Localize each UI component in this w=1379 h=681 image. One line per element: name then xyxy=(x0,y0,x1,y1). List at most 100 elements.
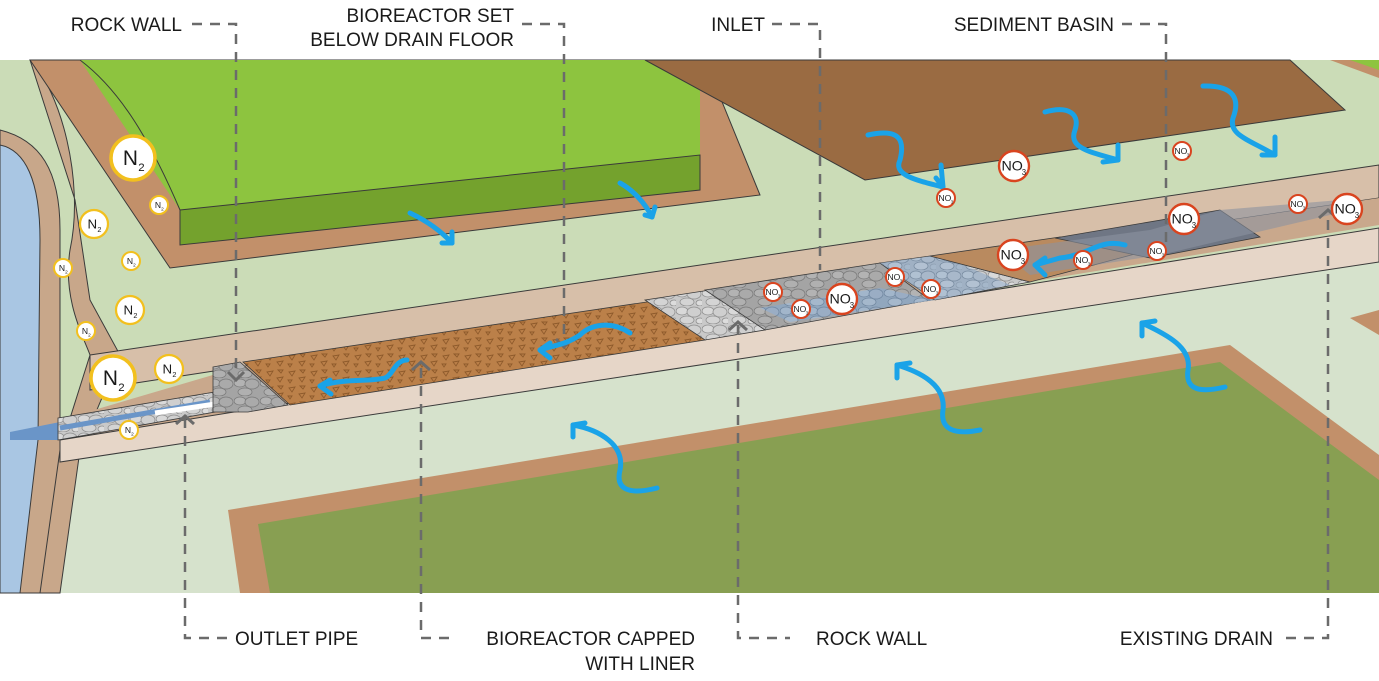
label-inlet: INLET xyxy=(711,15,765,36)
chemical-subscript: 3 xyxy=(936,290,939,295)
chemical-subscript: 2 xyxy=(88,332,91,337)
label-outlet-pipe: OUTLET PIPE xyxy=(235,629,358,650)
chemical-formula: N xyxy=(103,367,118,390)
chemical-formula: NO xyxy=(1175,146,1188,156)
chemical-formula: N xyxy=(59,263,65,273)
flow-arrow-icon xyxy=(570,420,660,494)
chemical-subscript: 2 xyxy=(131,431,134,436)
chemical-subscript: 2 xyxy=(65,269,68,274)
crop-field xyxy=(258,362,1379,593)
chemical-subscript: 3 xyxy=(1021,257,1026,266)
chemical-subscript: 3 xyxy=(806,310,809,315)
chemical-subscript: 2 xyxy=(133,311,137,320)
chemical-formula: NO xyxy=(888,272,901,282)
label-sediment-basin: SEDIMENT BASIN xyxy=(954,15,1114,36)
chemical-subscript: 2 xyxy=(161,206,164,211)
label-existing-drain: EXISTING DRAIN xyxy=(1120,629,1273,650)
stream-water xyxy=(0,144,41,594)
grass-field-edge xyxy=(79,59,181,211)
no3-bubble-icon: NO3 xyxy=(825,282,859,316)
label-bioreactor-capped-line2: WITH LINER xyxy=(585,654,695,675)
chemical-subscript: 2 xyxy=(118,382,124,394)
chevron-icon xyxy=(411,359,431,372)
grass-field-side xyxy=(179,154,701,246)
chemical-subscript: 2 xyxy=(172,370,176,379)
chemical-subscript: 2 xyxy=(138,162,144,174)
leader-lines xyxy=(183,22,1330,640)
label-bioreactor-below-floor-line1: BIOREACTOR SET xyxy=(346,6,514,27)
chemical-formula: NO xyxy=(830,292,851,308)
flow-arrows xyxy=(317,83,1278,494)
label-rock-wall-top: ROCK WALL xyxy=(71,15,182,36)
chemical-subscript: 3 xyxy=(951,199,954,204)
flow-arrow-icon xyxy=(865,130,946,190)
flow-arrow-icon xyxy=(1200,83,1278,158)
chemical-subscript: 3 xyxy=(1187,152,1190,157)
flow-arrow-icon xyxy=(894,360,983,435)
chevron-icon xyxy=(175,413,195,426)
chemical-formula: NO xyxy=(1002,159,1023,175)
chemical-formula: NO xyxy=(939,193,952,203)
chemical-formula: NO xyxy=(924,284,937,294)
label-rock-wall-bottom: ROCK WALL xyxy=(816,629,927,650)
chemical-subscript: 3 xyxy=(1162,252,1165,257)
chemical-subscript: 3 xyxy=(1088,261,1091,266)
flow-arrow-icon xyxy=(1139,318,1228,393)
stream-outlet-water xyxy=(10,422,60,440)
chemical-formula: N xyxy=(125,425,131,435)
chemical-formula: NO xyxy=(1001,248,1022,264)
flow-arrow-icon xyxy=(407,210,455,246)
label-bioreactor-below-floor-line2: BELOW DRAIN FLOOR xyxy=(310,30,514,51)
callout-labels: ROCK WALL BIOREACTOR SET BELOW DRAIN FLO… xyxy=(71,6,1273,675)
top-right-grass xyxy=(1350,60,1379,70)
chemical-formula: N xyxy=(82,326,88,336)
chemical-formula: N xyxy=(163,361,173,376)
chemical-subscript: 3 xyxy=(778,293,781,298)
chemical-subscript: 2 xyxy=(133,262,136,267)
flow-arrow-icon xyxy=(1042,107,1121,165)
chemical-subscript: 3 xyxy=(1022,168,1027,177)
flow-arrow-icon xyxy=(1032,240,1128,278)
chemical-formula: N xyxy=(155,200,161,210)
right-berm-piece xyxy=(1350,310,1379,335)
chemical-formula: NO xyxy=(1076,255,1089,265)
section-markers xyxy=(175,207,1338,426)
chemical-subscript: 2 xyxy=(97,225,101,234)
flow-arrow-icon xyxy=(617,180,658,220)
chemical-formula: NO xyxy=(1335,202,1356,218)
chemical-formula: N xyxy=(127,256,133,266)
chemical-subscript: 3 xyxy=(1303,205,1306,210)
chemical-subscript: 3 xyxy=(900,278,903,283)
chemical-formula: N xyxy=(124,302,134,317)
chemical-formula: NO xyxy=(794,304,807,314)
chemical-formula: NO xyxy=(766,287,779,297)
chemical-formula: N xyxy=(123,147,138,170)
chemical-subscript: 3 xyxy=(1355,211,1360,220)
no3-bubble-icon: NO3 xyxy=(1167,202,1201,236)
flow-arrow-icon xyxy=(537,322,633,361)
inlet-gravel-blue xyxy=(880,255,1010,300)
chemical-formula: NO xyxy=(1291,199,1304,209)
no3-bubble-icon: NO3 xyxy=(996,238,1030,272)
outlet-pipe xyxy=(154,400,223,416)
chemical-formula: N xyxy=(88,216,98,231)
chemical-formula: NO xyxy=(1150,246,1163,256)
